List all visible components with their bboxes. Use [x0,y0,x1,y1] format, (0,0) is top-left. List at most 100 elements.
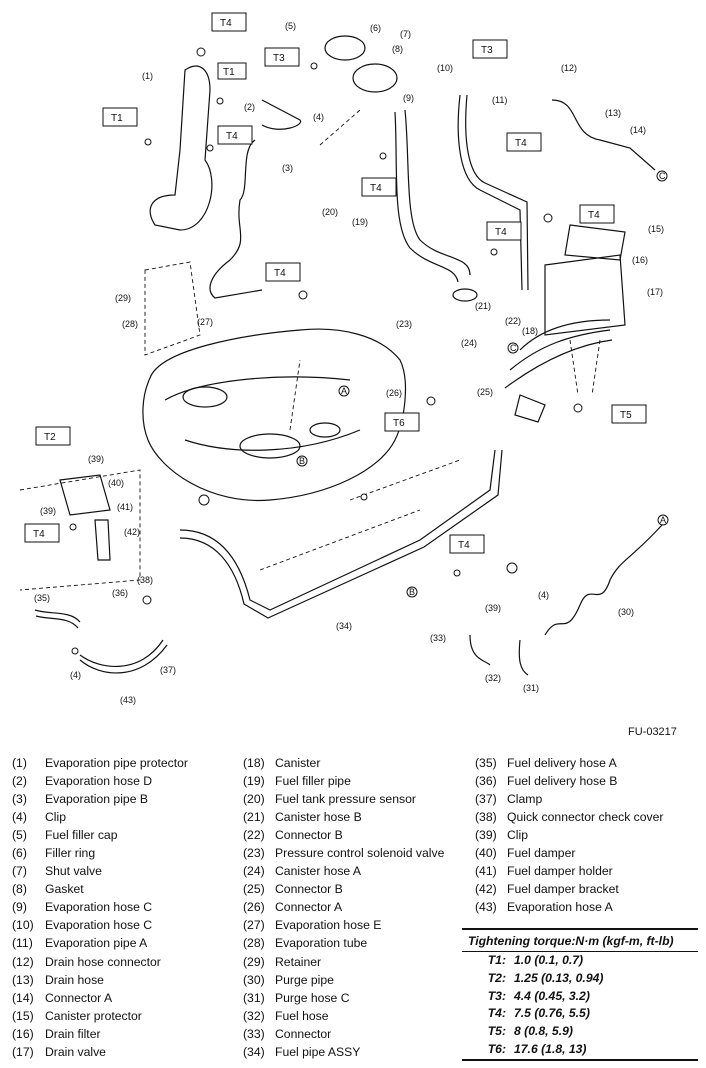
legend-item: (19)Fuel filler pipe [243,772,444,790]
legend-number: (2) [12,774,27,789]
torque-tag: T4 [506,132,542,152]
legend-item: (6)Filler ring [12,844,188,862]
svg-text:(27): (27) [197,317,213,327]
legend-item: (9)Evaporation hose C [12,898,188,916]
legend-item: (40) Fuel damper [475,844,663,862]
purge-pipe [544,524,663,636]
legend-part-name: Fuel delivery hose B [507,774,618,789]
legend-part-name: Shut valve [45,864,102,879]
svg-text:(37): (37) [160,665,176,675]
svg-text:(26): (26) [386,388,402,398]
legend-number: (25) [243,882,265,897]
torque-tag-label: T1: [487,953,506,967]
exploded-parts-diagram: (1) (2) (3) (4) (5) (6) (7) (8) (9) (10)… [19,12,669,705]
legend-item: (33)Connector [243,1025,444,1043]
parts-legend-column-3: (35)Fuel delivery hose A(36)Fuel deliver… [475,754,663,916]
legend-part-name: Evaporation hose D [45,774,153,789]
svg-text:(4): (4) [70,670,81,680]
legend-part-name: Fuel damper [507,846,576,861]
svg-text:T4: T4 [220,18,232,29]
legend-item: (34)Fuel pipe ASSY [243,1043,444,1061]
legend-number: (36) [475,774,497,789]
svg-text:T5: T5 [620,410,632,421]
torque-row: T2: 1.25 (0.13, 0.94) [462,970,698,988]
legend-item: (36) Fuel delivery hose B [475,772,663,790]
svg-text:(9): (9) [403,93,414,103]
legend-number: (4) [12,810,27,825]
svg-text:(7): (7) [400,29,411,39]
torque-tag: T4 [486,221,522,241]
legend-item: (21)Canister hose B [243,808,444,826]
legend-part-name: Retainer [275,954,322,969]
legend-item: (20)Fuel tank pressure sensor [243,790,444,808]
legend-part-name: Evaporation tube [275,936,368,951]
legend-item: (42)Fuel damper bracket [475,880,663,898]
callout: (1) [142,71,153,81]
svg-text:T1: T1 [111,113,123,124]
svg-text:(20): (20) [322,207,338,217]
legend-part-name: Evaporation hose C [45,918,153,933]
svg-text:(24): (24) [461,338,477,348]
legend-part-name: Fuel hose [275,1008,329,1023]
torque-tag: T4 [361,177,397,197]
legend-item: (32)Fuel hose [243,1007,444,1025]
svg-text:(6): (6) [370,23,381,33]
svg-text:T3: T3 [273,53,285,64]
legend-number: (40) [475,846,497,861]
legend-number: (19) [243,774,265,789]
legend-item: (25) Connector B [243,880,444,898]
legend-part-name: Drain valve [45,1044,106,1059]
legend-part-name: Evaporation hose C [45,900,153,915]
svg-text:T4: T4 [226,131,238,142]
svg-text:(43): (43) [120,695,136,705]
legend-number: (14) [12,990,34,1005]
svg-text:T4: T4 [515,138,527,149]
svg-text:(2): (2) [244,102,255,112]
legend-item: (5)Fuel filler cap [12,826,188,844]
legend-part-name: Evaporation pipe B [45,792,148,807]
legend-part-name: Fuel damper bracket [507,882,619,897]
torque-tag: T5 [611,404,647,424]
svg-text:(8): (8) [392,44,403,54]
torque-tag-label: T2: [487,970,506,985]
legend-number: (18) [243,756,265,770]
evaporation-hose-a [79,639,164,668]
legend-item: (31)Purge hose C [243,989,444,1007]
legend-number: (28) [243,936,265,951]
legend-item: (1)Evaporation pipe protector [12,754,188,772]
torque-tag: T4 [217,125,253,145]
torque-value: 7.5 (0.76, 5.5) [514,1006,590,1021]
legend-item: (38)Quick connector check cover [475,808,663,826]
legend-item: (22)Connector B [243,826,444,844]
legend-part-name: Connector B [275,882,343,897]
torque-tag: T1 [217,62,247,80]
callout-labels: (1) (2) (3) (4) (5) (6) (7) (8) (9) (10)… [34,21,664,705]
torque-tag: T4 [265,262,301,282]
legend-number: (21) [243,810,265,825]
legend-item: (39)Clip [475,826,663,844]
legend-number: (22) [243,828,265,843]
legend-number: (34) [243,1044,265,1059]
svg-text:T4: T4 [370,183,382,194]
svg-text:T4: T4 [458,540,470,551]
legend-number: (15) [12,1008,34,1023]
legend-item: (7)Shut valve [12,862,188,880]
svg-text:(38): (38) [137,575,153,585]
evaporation-pipe-protector [149,65,213,231]
torque-value: 1.25 (0.13, 0.94) [514,970,604,985]
svg-text:(4): (4) [313,112,324,122]
legend-number: (35) [475,756,497,770]
svg-text:T1: T1 [223,67,235,78]
legend-part-name: Canister [275,756,321,770]
legend-number: (39) [475,828,497,843]
torque-value: 1.0 (0.1, 0.7) [514,953,584,967]
torque-value: 8 (0.8, 5.9) [514,1024,573,1039]
svg-text:(36): (36) [112,588,128,598]
svg-text:(39): (39) [485,603,501,613]
torque-tag: T4 [211,12,247,32]
legend-part-name: Purge pipe [275,972,334,987]
legend-item: (28) Evaporation tube [243,934,444,952]
legend-part-name: Quick connector check cover [507,810,664,825]
svg-text:(17): (17) [647,287,663,297]
legend-part-name: Connector A [45,990,113,1005]
